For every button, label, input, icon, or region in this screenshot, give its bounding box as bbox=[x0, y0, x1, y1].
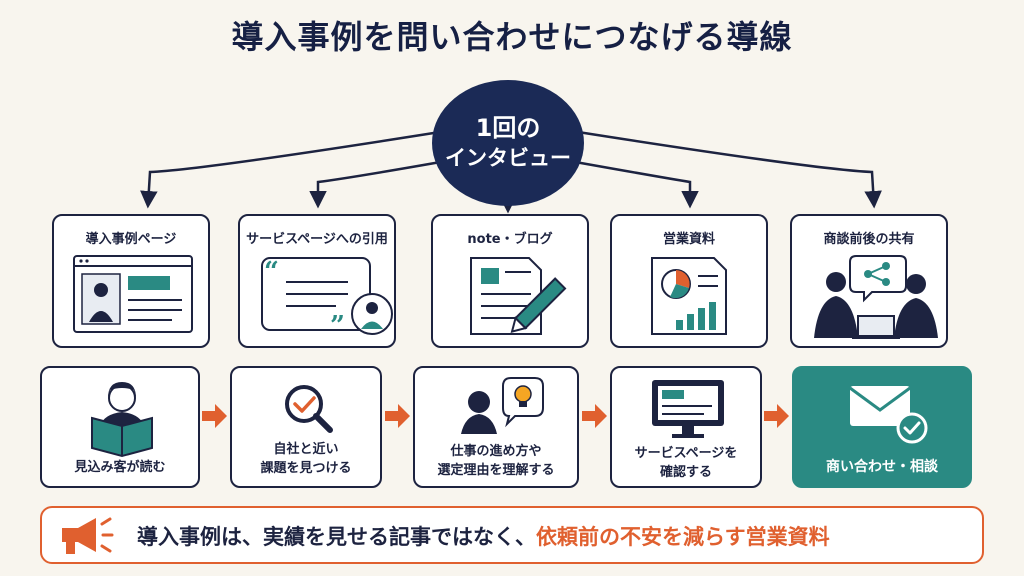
step-label-line2: 確認する bbox=[659, 465, 712, 480]
connector-arrow-5 bbox=[577, 130, 882, 209]
step-label-line1: サービスページを bbox=[634, 446, 738, 461]
channel-label: 営業資料 bbox=[662, 232, 715, 247]
center-line-1: 1回の bbox=[475, 114, 541, 142]
reader-icon bbox=[91, 382, 153, 458]
thinking-lightbulb-icon bbox=[461, 377, 544, 434]
step-label-line2: 課題を見つける bbox=[260, 461, 352, 476]
connector-arrow-4 bbox=[563, 158, 699, 209]
step-find-similar-issue: 自社と近い 課題を見つける bbox=[230, 366, 382, 488]
flow-arrow-2 bbox=[385, 404, 410, 428]
mail-check-icon bbox=[849, 386, 928, 444]
connector-arrows bbox=[140, 130, 882, 214]
connector-arrow-2 bbox=[309, 158, 453, 209]
step-label-line2: 選定理由を理解する bbox=[437, 463, 555, 478]
center-line-2: インタビュー bbox=[445, 146, 571, 170]
banner-text: 導入事例は、実績を見せる記事ではなく、 bbox=[137, 525, 536, 549]
svg-text:“: “ bbox=[264, 257, 279, 287]
channel-label: 導入事例ページ bbox=[85, 232, 177, 247]
step-label-line1: 見込み客が読む bbox=[74, 460, 166, 475]
step-inquiry-consultation: 商い合わせ・相談 bbox=[792, 366, 972, 488]
flow-arrow-4 bbox=[764, 404, 789, 428]
step-label-line1: 自社と近い bbox=[273, 442, 339, 457]
connector-arrow-1 bbox=[140, 130, 441, 209]
flow-arrow-1 bbox=[202, 404, 227, 428]
channel-note-blog: note・ブログ bbox=[431, 214, 589, 348]
banner-accent-text: 依頼前の不安を減らす営業資料 bbox=[536, 525, 830, 549]
channel-sales-material: 営業資料 bbox=[610, 214, 768, 348]
channel-meeting-share: 商談前後の共有 bbox=[790, 214, 948, 348]
step-label-line1: 商い合わせ・相談 bbox=[826, 459, 938, 475]
step-check-service-page: サービスページを 確認する bbox=[610, 366, 762, 488]
report-chart-icon bbox=[651, 257, 727, 335]
channel-service-page-quote: サービスページへの引用 “ ” bbox=[238, 214, 396, 348]
meeting-share-icon bbox=[814, 255, 938, 339]
key-message-banner: 導入事例は、実績を見せる記事ではなく、依頼前の不安を減らす営業資料 bbox=[40, 506, 984, 564]
flow-arrow-3 bbox=[582, 404, 607, 428]
channel-label: サービスページへの引用 bbox=[246, 232, 388, 247]
channel-label: note・ブログ bbox=[467, 232, 553, 247]
step-label-line1: 仕事の進め方や bbox=[450, 444, 542, 459]
svg-text:”: ” bbox=[330, 311, 345, 341]
document-pencil-icon bbox=[470, 257, 567, 335]
center-interview-circle: 1回の インタビュー bbox=[432, 80, 584, 206]
page-title: 導入事例を問い合わせにつなげる導線 bbox=[231, 18, 793, 56]
channel-case-study-page: 導入事例ページ bbox=[52, 214, 210, 348]
channel-label: 商談前後の共有 bbox=[823, 232, 915, 247]
step-prospect-reads: 見込み客が読む bbox=[40, 366, 200, 488]
megaphone-icon bbox=[62, 517, 114, 554]
quote-card-icon: “ ” bbox=[261, 257, 393, 341]
step-understand-process: 仕事の進め方や 選定理由を理解する bbox=[413, 366, 579, 488]
browser-window-icon bbox=[73, 255, 193, 333]
banner-message: 導入事例は、実績を見せる記事ではなく、依頼前の不安を減らす営業資料 bbox=[137, 521, 830, 551]
magnifier-check-icon bbox=[285, 385, 333, 433]
monitor-icon bbox=[652, 380, 724, 438]
